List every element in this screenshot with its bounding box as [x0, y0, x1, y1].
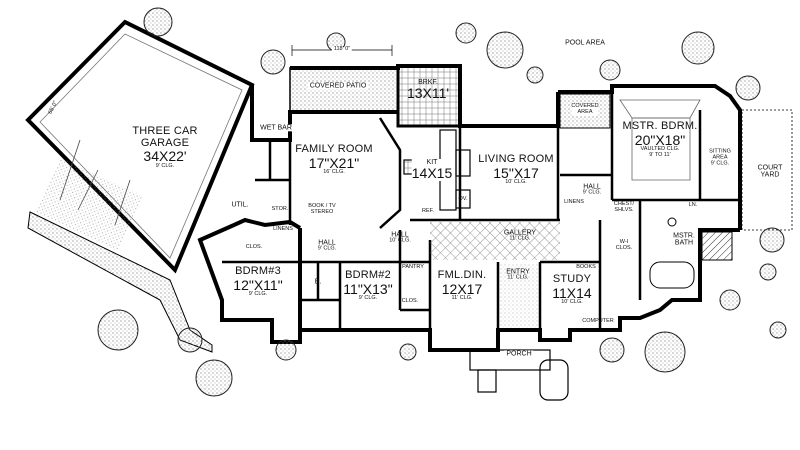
court-yard [741, 109, 793, 231]
gallery-floor [430, 222, 560, 260]
books-label: BOOKS [576, 264, 596, 271]
bedroom3-label: BDRM#3 12"X11" 9' CLG. [233, 265, 283, 298]
ref-label: REF. [422, 208, 434, 215]
ov-label: OV. [458, 196, 468, 203]
linens-right-label: LINENS [564, 199, 584, 206]
hall-mid-label: HALL 10' CLG. [389, 231, 411, 244]
covered-patio [289, 67, 399, 113]
living-room-label: LIVING ROOM 15"X17 10' CLG. [478, 153, 554, 186]
hall-right-label: HALL 9' CLG. [582, 183, 602, 196]
porch [469, 349, 569, 401]
closet3-label: CLOS. [245, 244, 263, 251]
porch-label: PORCH [504, 350, 534, 358]
util-label: UTIL. [231, 201, 249, 209]
pool-area-label: POOL AREA [565, 39, 605, 47]
interior-walls [222, 92, 740, 330]
entry-floor [500, 264, 538, 328]
wet-bar-label: WET BAR [260, 124, 292, 132]
kitchen-label: KIT 14X15 [411, 158, 453, 182]
master-bedroom-label: MSTR. BDRM. 20"X18" VAULTED CLG. 9' TO 1… [622, 120, 698, 159]
study-label: STUDY 11X14 10' CLG. [552, 273, 592, 306]
planting-bed-left [27, 211, 213, 353]
master-vault [619, 99, 701, 181]
bath-b-label: B. [314, 278, 322, 286]
pantry-label: PANTRY [402, 264, 424, 271]
covered-area-label: COVERED AREA [571, 103, 599, 116]
linens-left-label: LINENS [273, 226, 293, 233]
entry-label: ENTRY 11' CLG. [506, 268, 530, 281]
hall-left-label: HALL 9' CLG. [317, 239, 337, 252]
computer-label: COMPUTER [582, 318, 614, 325]
family-dining-label: FML.DIN. 12X17 11' CLG. [437, 269, 487, 302]
master-bath-fixtures [649, 217, 733, 289]
shrubs [97, 7, 787, 397]
closet2-label: CLOS. [401, 298, 419, 305]
wi-clos-label: W-I CLOS. [615, 239, 633, 251]
brkf-label: BRKF. 13X11' [406, 78, 450, 102]
ln-label: LN. [688, 202, 698, 209]
covered-patio-label: COVERED PATIO [307, 82, 369, 90]
chest-shlvs-label: CHEST/ SHLVS. [613, 201, 635, 213]
gallery-label: GALLERY 11' CLG. [503, 229, 537, 242]
overall-dimension: 118' 0" [331, 46, 353, 53]
master-bath-label: MSTR. BATH [673, 232, 695, 247]
bedroom2-label: BDRM#2 11"X13" 9' CLG. [343, 269, 393, 302]
garage-label: THREE CAR GARAGE 34X22' 9' CLG. [132, 125, 198, 170]
stor-label: STOR. [271, 206, 289, 213]
sitting-area-label: SITTING AREA 9' CLG. [709, 148, 731, 166]
family-room-label: FAMILY ROOM 17"X21" 16' CLG. [295, 143, 373, 176]
book-tv-label: BOOK / TV STEREO [308, 203, 336, 215]
court-yard-label: COURT YARD [757, 164, 783, 179]
